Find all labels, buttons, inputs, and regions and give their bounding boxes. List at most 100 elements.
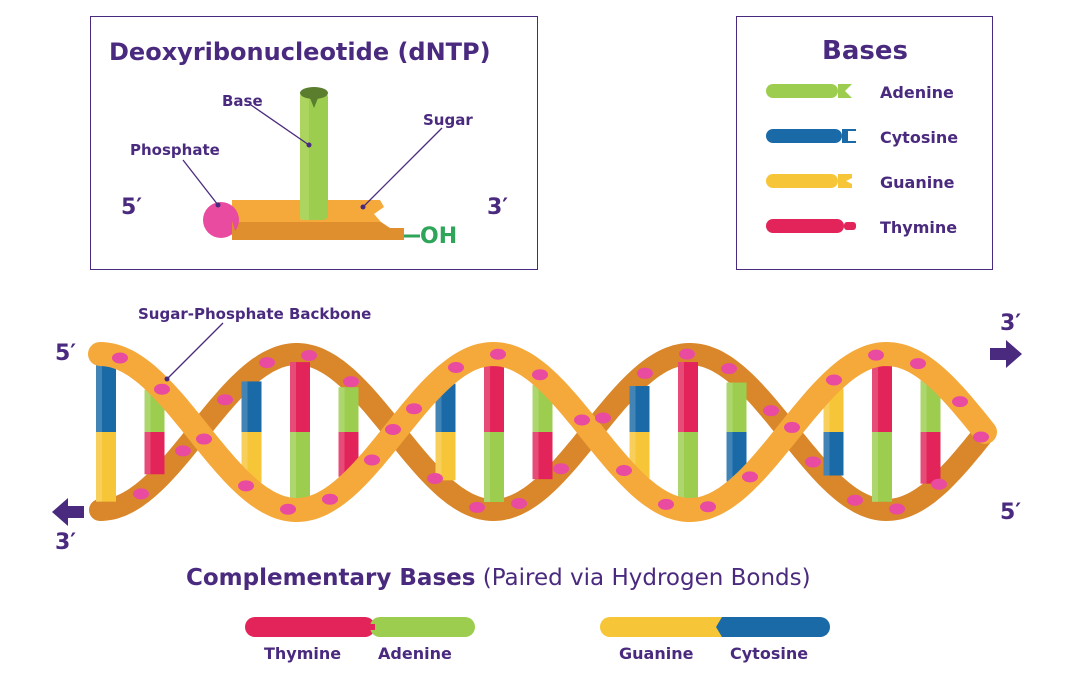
pair2-left-label: Guanine: [619, 644, 694, 663]
base-pair-rung: [920, 432, 941, 484]
base-pair-rung: [678, 432, 698, 502]
phosphate-dot: [217, 394, 233, 406]
double-helix: [88, 341, 997, 522]
phosphate-dot: [511, 498, 527, 510]
phosphate-dot: [784, 421, 800, 433]
phosphate-dot: [931, 478, 947, 490]
pairing-title-bold: Complementary Bases: [186, 565, 476, 591]
legend-swatch-adenine: [766, 84, 852, 98]
sugar-label: Sugar: [423, 111, 473, 129]
helix-top-right-prime: 3′: [1000, 311, 1022, 336]
base-pair-highlight: [678, 362, 684, 502]
base-pair-highlight: [726, 382, 733, 482]
helix-bottom-right-prime: 5′: [1000, 500, 1022, 525]
base-pair-rung: [435, 432, 456, 481]
base-pair-rung: [872, 362, 892, 434]
phosphate-dot: [616, 465, 632, 477]
base-pair-highlight: [532, 384, 539, 480]
phosphate-dot: [469, 501, 485, 513]
phosphate-dot: [595, 412, 611, 424]
phosphate-dot: [238, 480, 254, 492]
phosphate-dot: [847, 494, 863, 506]
phosphate-dot: [448, 361, 464, 373]
pairing-title: Complementary Bases (Paired via Hydrogen…: [186, 565, 811, 591]
arrow-right-icon: [990, 340, 1022, 368]
base-pair-highlight: [241, 381, 248, 483]
phosphate-dot: [133, 488, 149, 500]
legend-label-guanine: Guanine: [880, 173, 955, 192]
base-pair-highlight: [629, 386, 636, 478]
backbone-strand-b: [89, 343, 996, 522]
phosphate-dot: [910, 358, 926, 370]
base-pair-rung: [241, 381, 262, 434]
helix-top-left-prime: 5′: [55, 341, 77, 366]
phosphate-dot: [196, 433, 212, 445]
base-pair-highlight: [484, 362, 490, 502]
phosphate-dot: [868, 349, 884, 361]
phosphate-dot: [889, 503, 905, 515]
base-pair-highlight: [435, 383, 442, 481]
base-pair-rung: [144, 432, 165, 475]
phosphate-label: Phosphate: [130, 141, 220, 159]
phosphate-dot: [532, 369, 548, 381]
base-pair-rung: [629, 386, 650, 434]
arrow-left-icon: [52, 498, 84, 526]
legend-label-cytosine: Cytosine: [880, 128, 959, 147]
phosphate-dot: [973, 431, 989, 443]
base-pair-rung: [920, 380, 941, 434]
legend-swatch-guanine: [766, 174, 852, 188]
dntp-five-prime: 5′: [121, 195, 143, 220]
pair1-right-label: Adenine: [378, 644, 452, 663]
phosphate-dot: [805, 456, 821, 468]
pair1-left-label: Thymine: [264, 644, 342, 663]
phosphate-dot: [112, 352, 128, 364]
phosphate-dot: [259, 357, 275, 369]
phosphate-dot: [679, 348, 695, 360]
base-pair-rung: [484, 362, 504, 434]
hydroxyl-label: OH: [420, 224, 458, 249]
base-pair-rung: [338, 387, 359, 434]
base-pair-rung: [532, 432, 553, 480]
base-pair-highlight: [823, 388, 830, 476]
phosphate-dot: [742, 471, 758, 483]
phosphate-dot: [952, 396, 968, 408]
legend-label-thymine: Thymine: [880, 218, 958, 237]
phosphate-dot: [322, 493, 338, 505]
legend-swatch-cytosine: [766, 129, 856, 143]
phosphate-dot: [364, 454, 380, 466]
phosphate-dot: [280, 503, 296, 515]
base-pair-highlight: [338, 387, 345, 477]
pair-bar-guanine-cytosine: [600, 617, 830, 637]
base-pair-highlight: [290, 362, 296, 502]
base-pair-rung: [872, 432, 892, 502]
base-pair-highlight: [144, 389, 151, 475]
phosphate-dot: [343, 376, 359, 388]
base-pair-rung: [678, 362, 698, 434]
base-pair-rung: [290, 362, 310, 434]
backbone-leader-dot: [164, 376, 170, 382]
phosphate-dot: [406, 403, 422, 415]
phosphate-dot: [637, 367, 653, 379]
backbone-leader-line: [166, 322, 224, 380]
base-pair-rung: [823, 432, 844, 476]
phosphate-dot: [427, 473, 443, 485]
base-pair-highlight: [920, 380, 927, 484]
base-pairs: [96, 362, 941, 502]
phosphate-dot: [154, 383, 170, 395]
phosphate-dot: [826, 374, 842, 386]
dntp-molecule-illustration: [182, 87, 443, 240]
pair-bar-thymine-adenine: [245, 617, 475, 637]
dntp-title: Deoxyribonucleotide (dNTP): [109, 38, 491, 66]
phosphate-dot: [301, 350, 317, 362]
phosphate-dot: [553, 463, 569, 475]
phosphate-dot: [574, 414, 590, 426]
backbone-label: Sugar-Phosphate Backbone: [138, 305, 372, 323]
base-pair-rung: [96, 432, 116, 502]
pairing-title-rest: (Paired via Hydrogen Bonds): [475, 565, 811, 591]
base-pair-highlight: [96, 362, 102, 502]
base-pair-rung: [290, 432, 310, 502]
base-pair-rung: [96, 362, 116, 434]
base-pair-rung: [726, 382, 747, 434]
phosphate-dot: [490, 348, 506, 360]
